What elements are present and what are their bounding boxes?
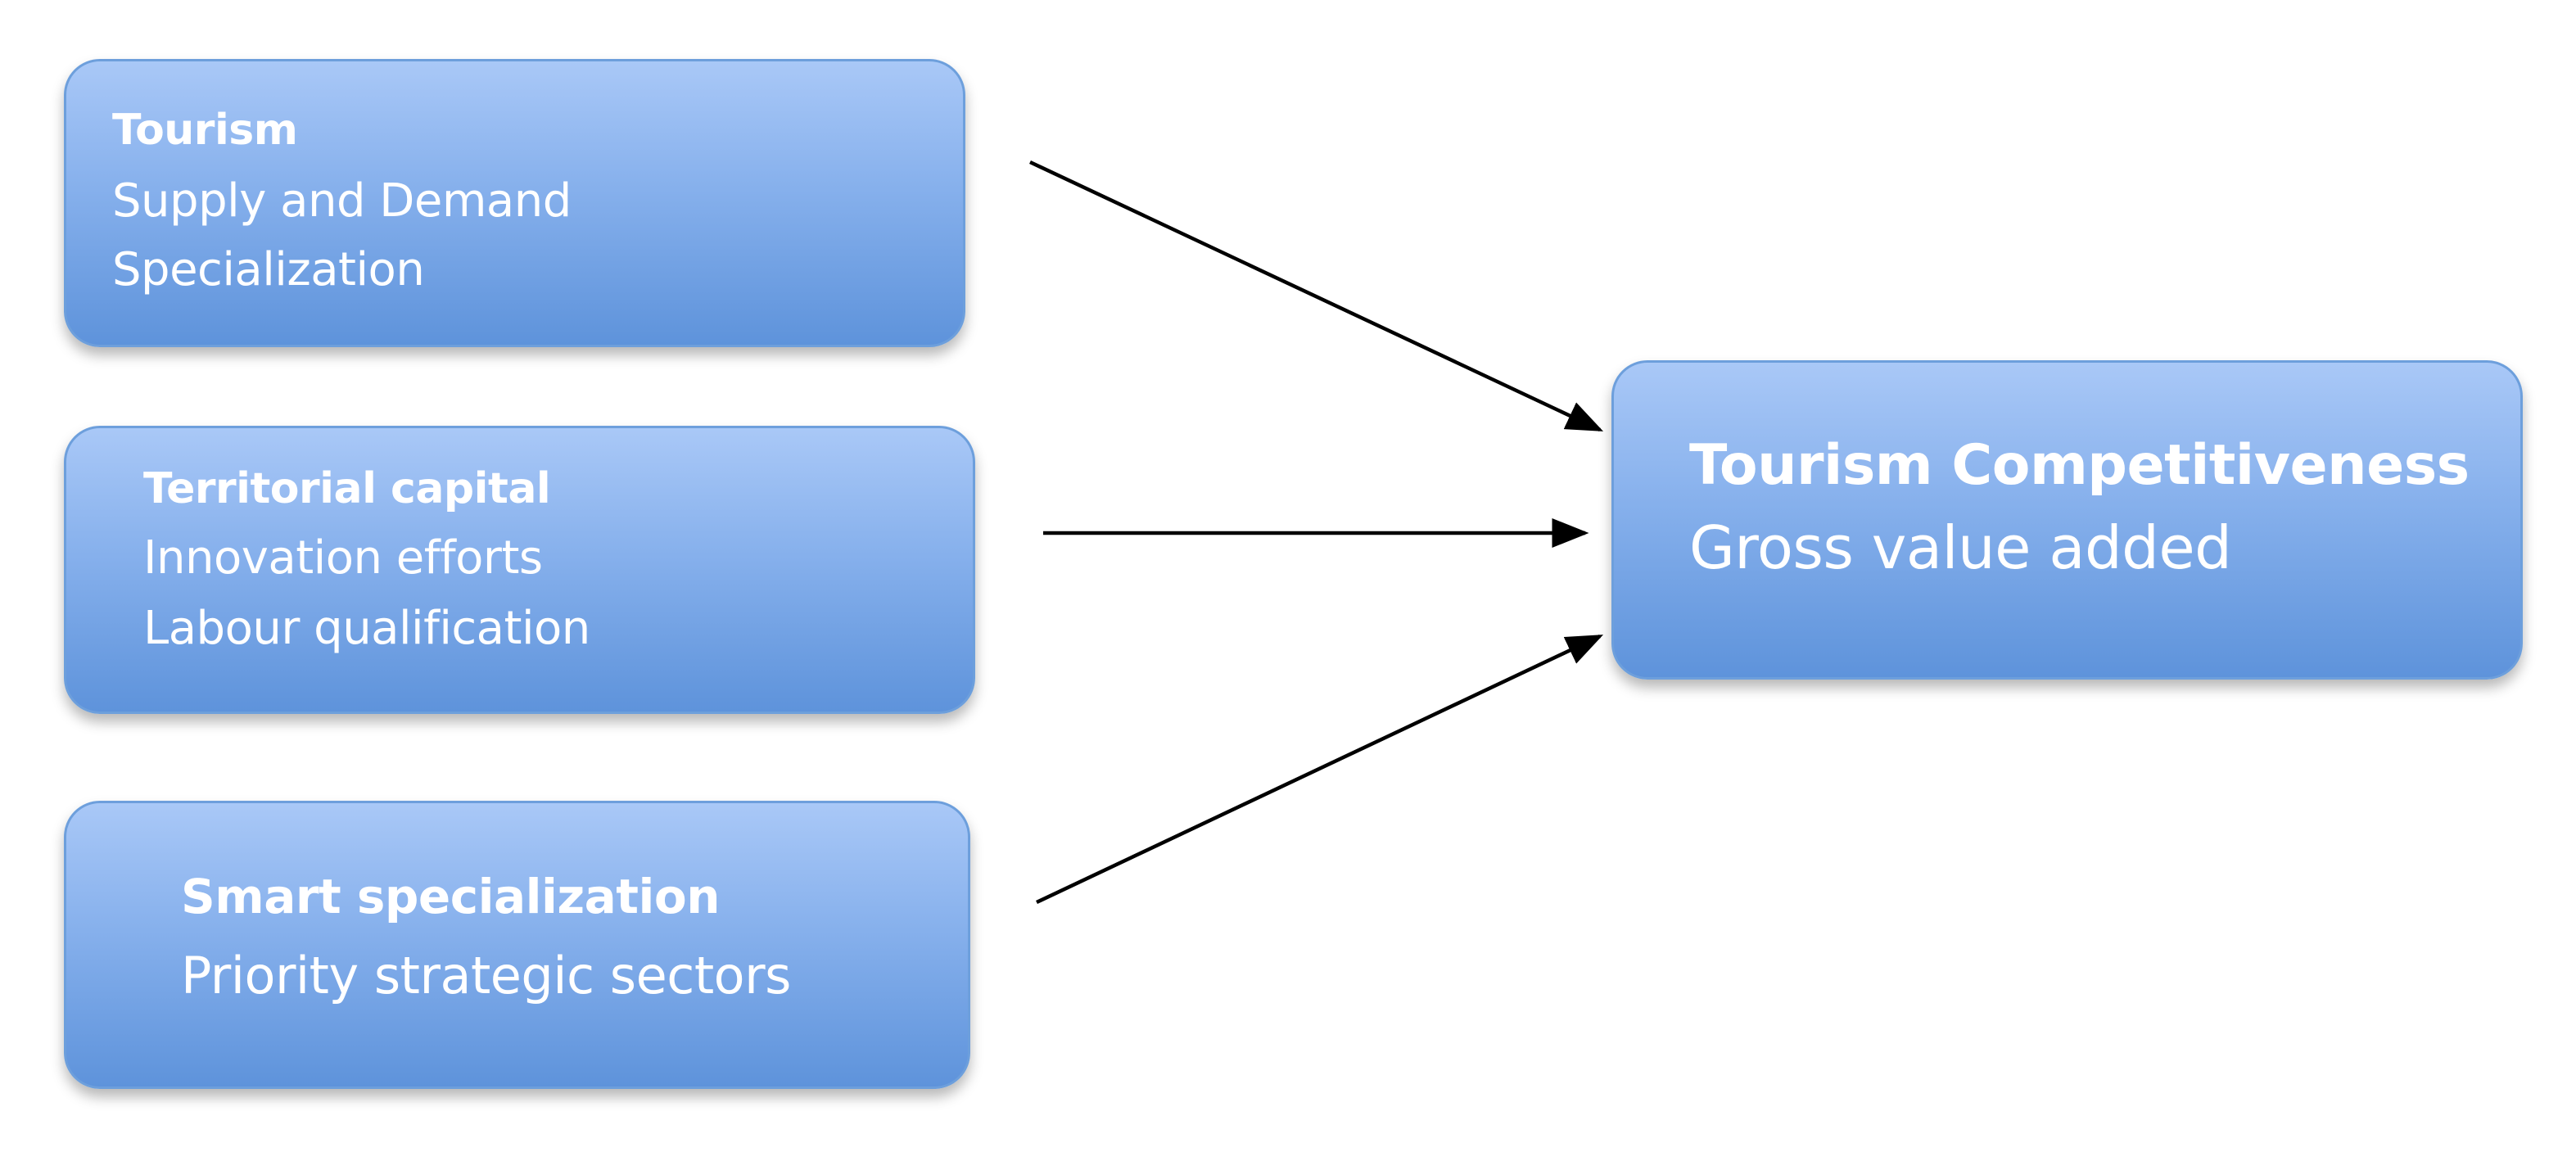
node-territorial-line-1: Innovation efforts [143,531,543,585]
node-tourism: Tourism Supply and Demand Specialization [64,59,965,347]
node-tourism-line-2: Specialization [112,243,425,296]
node-smart-specialization: Smart specialization Priority strategic … [64,801,970,1089]
node-smart-line-1: Priority strategic sectors [181,946,791,1005]
arrow-smart-to-competitiveness [1036,634,1604,905]
node-competitiveness-title: Tourism Competitiveness [1689,433,2470,498]
node-tourism-title: Tourism [112,106,298,155]
node-tourism-line-1: Supply and Demand [112,174,572,228]
arrow-tourism-to-competitiveness [1029,160,1604,432]
node-competitiveness-line-1: Gross value added [1689,513,2232,582]
node-territorial-line-2: Labour qualification [143,602,590,655]
node-territorial-capital: Territorial capital Innovation efforts L… [64,426,975,714]
node-tourism-competitiveness: Tourism Competitiveness Gross value adde… [1611,360,2523,680]
node-territorial-title: Territorial capital [143,464,551,513]
node-smart-title: Smart specialization [181,869,721,924]
